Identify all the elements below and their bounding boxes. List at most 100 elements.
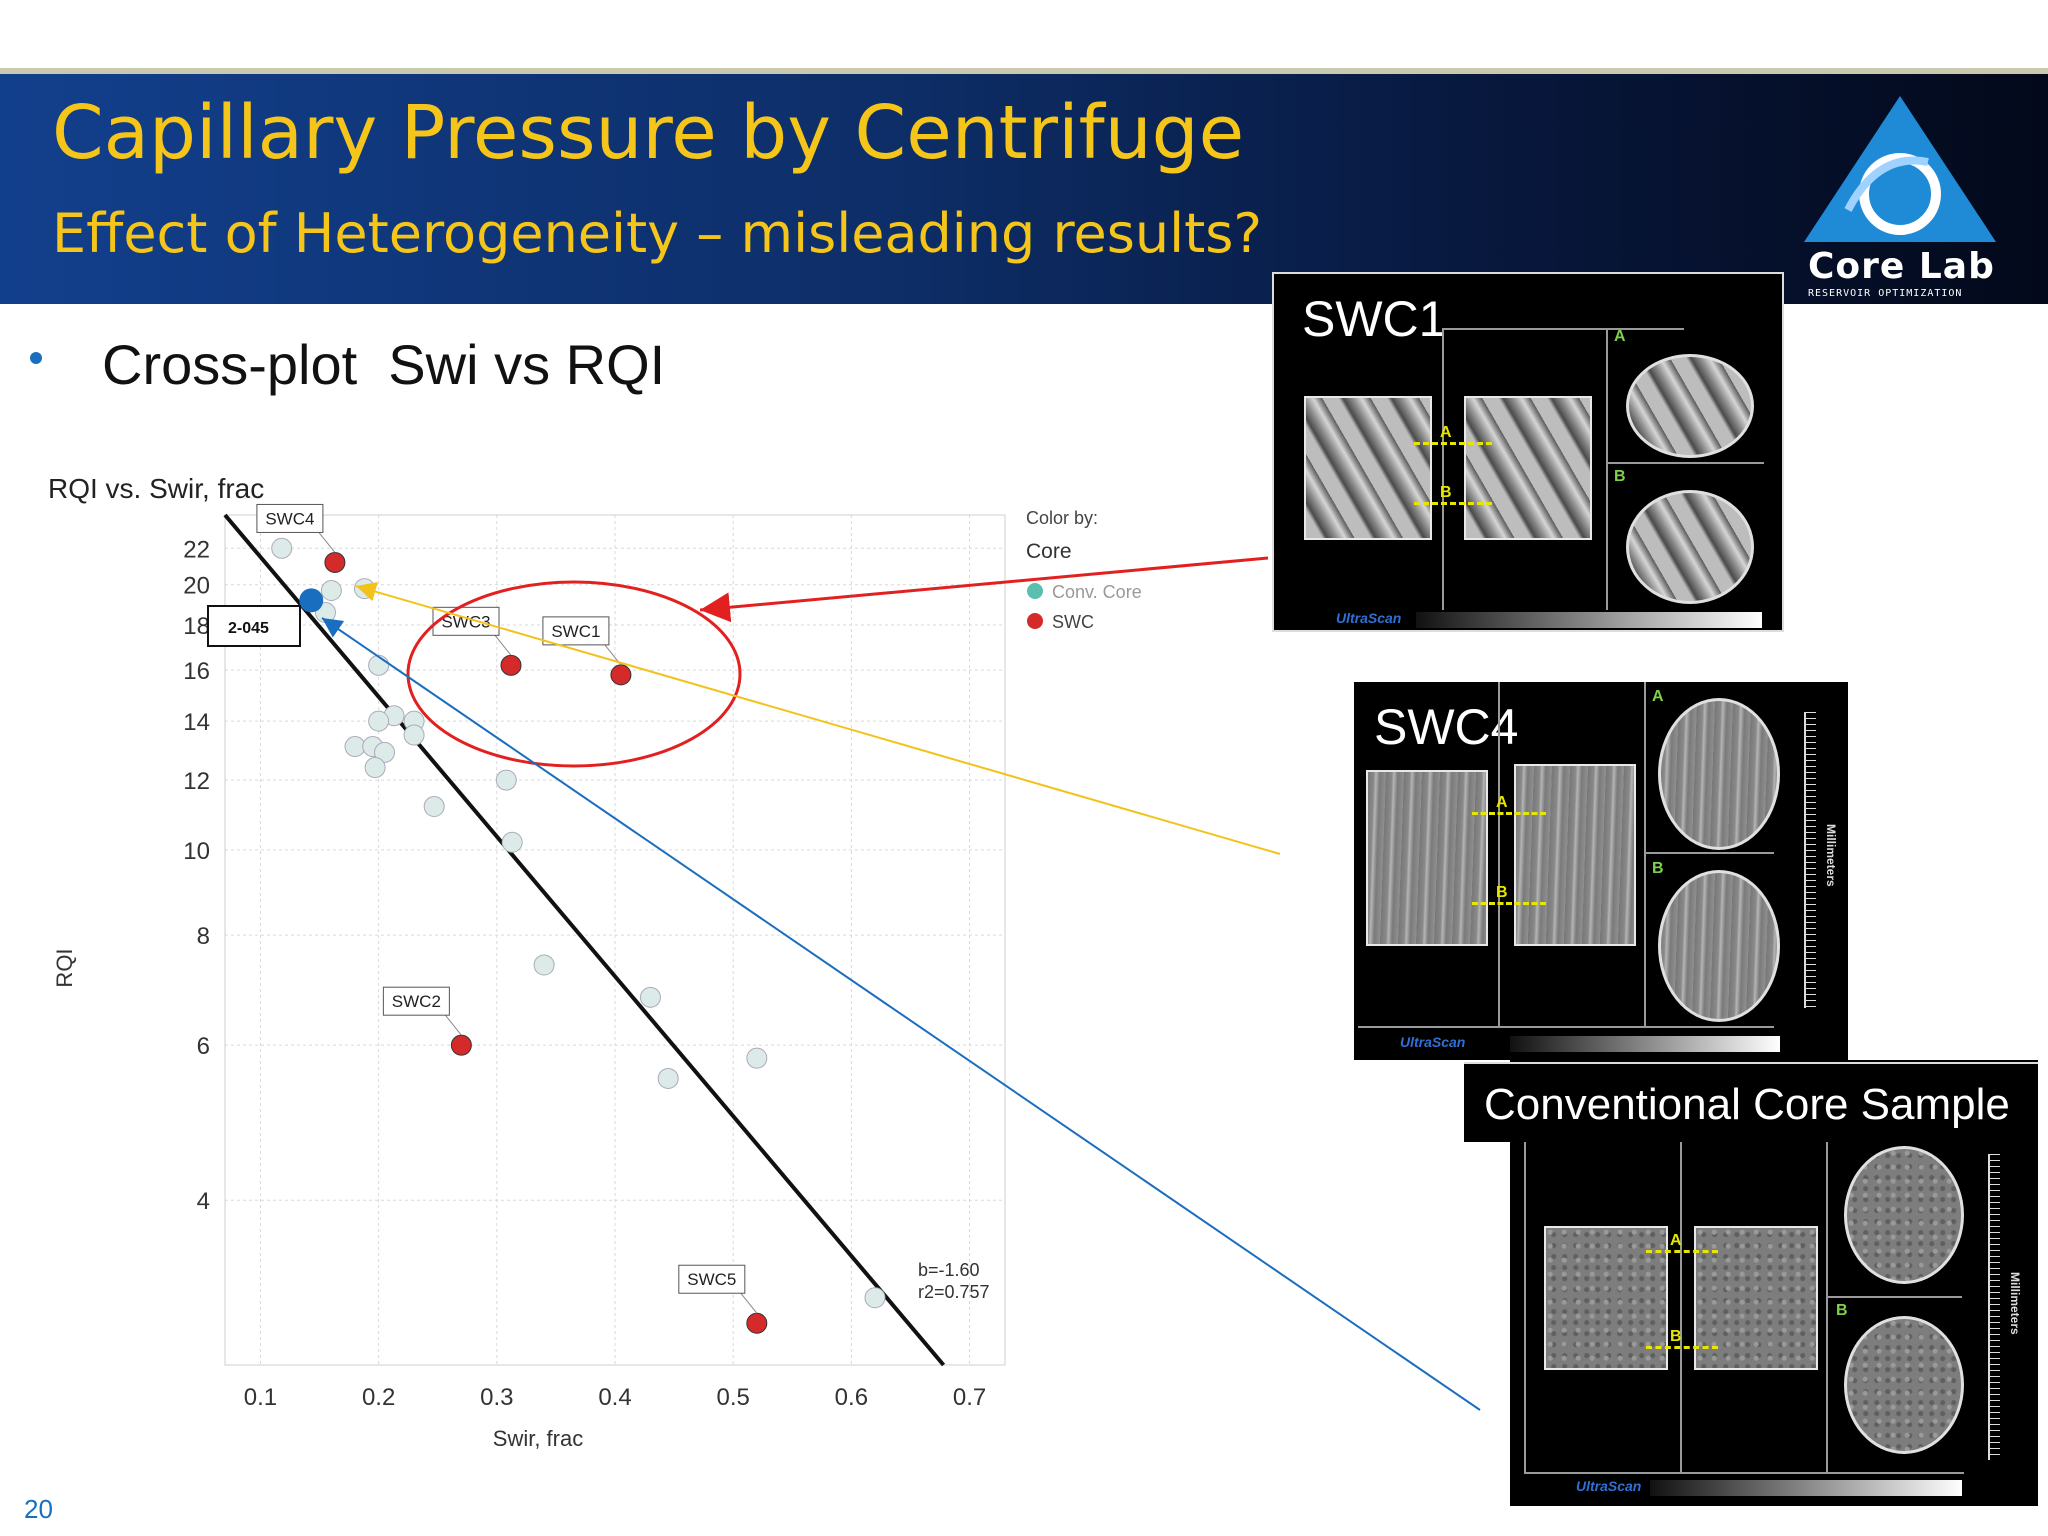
- panel-divider: [1828, 1296, 1962, 1298]
- legend-label-conv-core: Conv. Core: [1052, 582, 1142, 602]
- panel-divider: [1680, 1138, 1682, 1472]
- swc-label: SWC1: [551, 622, 600, 641]
- conv-core-point: [639, 986, 661, 1008]
- y-tick-label: 10: [183, 838, 210, 865]
- x-tick-label: 0.5: [716, 1384, 749, 1411]
- core-slab-left: [1366, 770, 1488, 946]
- x-tick-label: 0.1: [244, 1384, 277, 1411]
- grayscale-bar: [1650, 1480, 1962, 1496]
- conv-core-point: [495, 769, 517, 791]
- chart-legend: Color by: Core Conv. Core SWC: [1026, 508, 1142, 632]
- conv-core-point: [271, 537, 293, 559]
- panel-divider: [1358, 1026, 1774, 1028]
- swc-label-box: [256, 503, 324, 533]
- logo-tagline: RESERVOIR OPTIMIZATION: [1808, 288, 1963, 299]
- swc-label-leader: [444, 1014, 462, 1036]
- fit-line-layer: [223, 513, 946, 1367]
- arrow-yellow: [355, 581, 1281, 855]
- plot-frame: [224, 514, 1006, 1366]
- y-tick-label: 16: [183, 658, 210, 685]
- x-tick-label: 0.6: [835, 1384, 868, 1411]
- arrow-blue: [321, 617, 1481, 1411]
- x-tick-label: 0.2: [362, 1384, 395, 1411]
- legend-title: Color by:: [1026, 508, 1098, 528]
- y-tick-label: 8: [197, 923, 210, 950]
- swc-label-box: [382, 986, 450, 1016]
- cross-section-a: [1626, 354, 1754, 458]
- y-tick-label: 14: [183, 709, 210, 736]
- conv-core-point: [533, 954, 555, 976]
- ct-panel-swc1: SWC1 A B A B UltraScan: [1272, 272, 1784, 632]
- cut-line-a: [1414, 442, 1492, 445]
- ultrascan-brand: UltraScan: [1336, 610, 1402, 626]
- swc-label-box: [542, 616, 610, 646]
- conv-core-point: [423, 795, 445, 817]
- ruler-label: Millimeters: [2008, 1272, 2022, 1335]
- slide-header: [0, 74, 2048, 304]
- cut-label-b: B: [1670, 1328, 1682, 1345]
- swc-label: SWC5: [687, 1270, 736, 1289]
- conv-core-point: [374, 741, 396, 763]
- conv-core-point: [746, 1047, 768, 1069]
- top-rule: [0, 68, 2048, 74]
- cut-label-a: A: [1670, 1232, 1682, 1249]
- panel-title-conventional: Conventional Core Sample: [1484, 1080, 2010, 1129]
- panel-divider: [1644, 682, 1646, 1026]
- core-slab-right: [1514, 764, 1636, 946]
- panel-divider: [1608, 462, 1764, 464]
- legend-marker-conv-core: [1027, 583, 1043, 599]
- highlight-label-box: [207, 605, 301, 647]
- page-number: 20: [24, 1494, 53, 1524]
- cross-section-b: [1626, 490, 1754, 604]
- arrow-red: [699, 556, 1269, 623]
- core-slab-right: [1464, 396, 1592, 540]
- grayscale-bar: [1510, 1036, 1780, 1052]
- swc-label-leader: [740, 1292, 758, 1314]
- x-tick-label: 0.7: [953, 1384, 986, 1411]
- swc-point: [746, 1312, 768, 1334]
- cut-line-a: [1646, 1250, 1718, 1253]
- bullet-dot: [30, 352, 42, 364]
- x-tick-label: 0.3: [480, 1384, 513, 1411]
- swc-label: SWC4: [265, 509, 314, 528]
- swc-label-box: [678, 1264, 746, 1294]
- conv-core-point: [657, 1067, 679, 1089]
- grayscale-bar: [1416, 612, 1762, 628]
- section-label-b: B: [1836, 1302, 1848, 1319]
- conv-core-point: [403, 724, 425, 746]
- ct-panel-swc4: SWC4 A B A B Millimeters UltraScan: [1354, 682, 1848, 1060]
- millimeter-ruler: [1988, 1154, 2000, 1460]
- cross-section-b: [1658, 870, 1780, 1022]
- y-axis-label: RQI: [52, 948, 77, 987]
- swc-label-leader: [318, 532, 336, 553]
- cut-line-b: [1646, 1346, 1718, 1349]
- panel-divider: [1826, 1138, 1828, 1472]
- cross-section-a: [1658, 698, 1780, 850]
- ruler-label: Millimeters: [1824, 824, 1838, 887]
- swc-label: SWC2: [392, 992, 441, 1011]
- regression-line: [223, 513, 946, 1367]
- cut-label-b: B: [1440, 484, 1452, 501]
- swc-point: [450, 1034, 472, 1056]
- highlight-label: 2-045: [228, 620, 269, 637]
- panel-divider: [1524, 1138, 1526, 1472]
- panel-title-box: Conventional Core Sample: [1464, 1062, 2038, 1142]
- panel-divider: [1646, 852, 1774, 854]
- cross-section-a: [1844, 1146, 1964, 1284]
- y-tick-label: 12: [183, 768, 210, 795]
- swc-point: [610, 664, 632, 686]
- x-axis-label: Swir, frac: [493, 1426, 583, 1451]
- logo-swoosh: [1844, 156, 1929, 212]
- cross-section-b: [1844, 1316, 1964, 1454]
- ultrascan-brand: UltraScan: [1576, 1478, 1642, 1494]
- conv-core-point: [320, 580, 342, 602]
- section-label-b: B: [1614, 468, 1626, 485]
- swc-highlight-ellipse: [406, 580, 742, 768]
- y-tick-label: 22: [183, 536, 210, 563]
- legend-subtitle: Core: [1026, 540, 1072, 563]
- cut-label-a: A: [1496, 794, 1508, 811]
